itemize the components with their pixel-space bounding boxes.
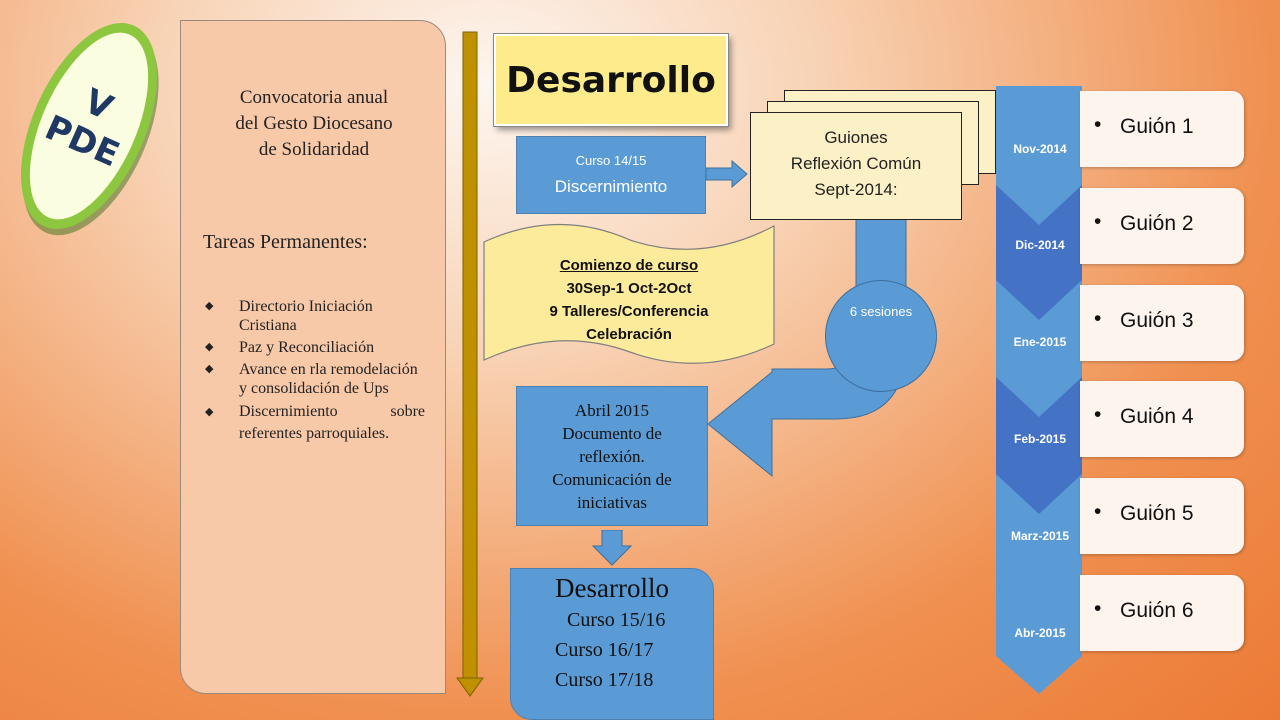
list-item: Discernimiento sobre referentes parroqui… [203,401,425,445]
list-item: Paz y Reconciliación [203,338,425,357]
abril-box: Abril 2015 Documento de reflexión. Comun… [516,386,708,526]
vertical-arrow [456,31,484,697]
guion-box: •Guión 2 [1080,188,1244,264]
guion-box: •Guión 6 [1080,575,1244,651]
tareas-list: Directorio Iniciación Cristiana Paz y Re… [203,297,425,448]
comienzo-text: Comienzo de curso 30Sep-1 Oct-2Oct 9 Tal… [549,257,709,343]
left-panel: Convocatoria anual del Gesto Diocesano d… [180,20,446,694]
desarrollo-box: Desarrollo Curso 15/16 Curso 16/17 Curso… [510,568,714,720]
page-title: Desarrollo [494,34,728,126]
timeline-date: Feb-2015 [1013,432,1067,446]
arrow-right-icon [706,160,748,188]
convocatoria-title: Convocatoria anual del Gesto Diocesano d… [235,87,393,160]
guiones-card: Guiones Reflexión Común Sept-2014: [750,112,962,220]
curso-box: Curso 14/15 Discernimiento [516,136,706,214]
arrow-down-icon [592,530,632,566]
guion-box: •Guión 3 [1080,285,1244,361]
timeline-date: Ene-2015 [1013,335,1067,349]
guion-box: •Guión 4 [1080,381,1244,457]
timeline-date: Dic-2014 [1015,238,1065,252]
timeline-chevrons [996,86,1082,694]
list-item: Avance en rla remodelación y consolidaci… [203,360,425,398]
curso-discernimiento: Discernimiento [554,177,668,196]
guion-box: •Guión 1 [1080,91,1244,167]
timeline-date: Abr-2015 [1014,626,1066,640]
desarrollo-title: Desarrollo [555,573,669,603]
list-item: Directorio Iniciación Cristiana [203,297,425,335]
tareas-heading: Tareas Permanentes: [203,231,368,253]
sesiones-circle: 6 sesiones [825,280,937,392]
curso-label: Curso 14/15 [575,153,647,168]
guion-box: •Guión 5 [1080,478,1244,554]
comienzo-scroll [483,223,775,364]
timeline-date: Nov-2014 [1013,142,1067,156]
timeline-date: Marz-2015 [1010,529,1070,543]
pde-badge: V PDE [21,22,159,236]
